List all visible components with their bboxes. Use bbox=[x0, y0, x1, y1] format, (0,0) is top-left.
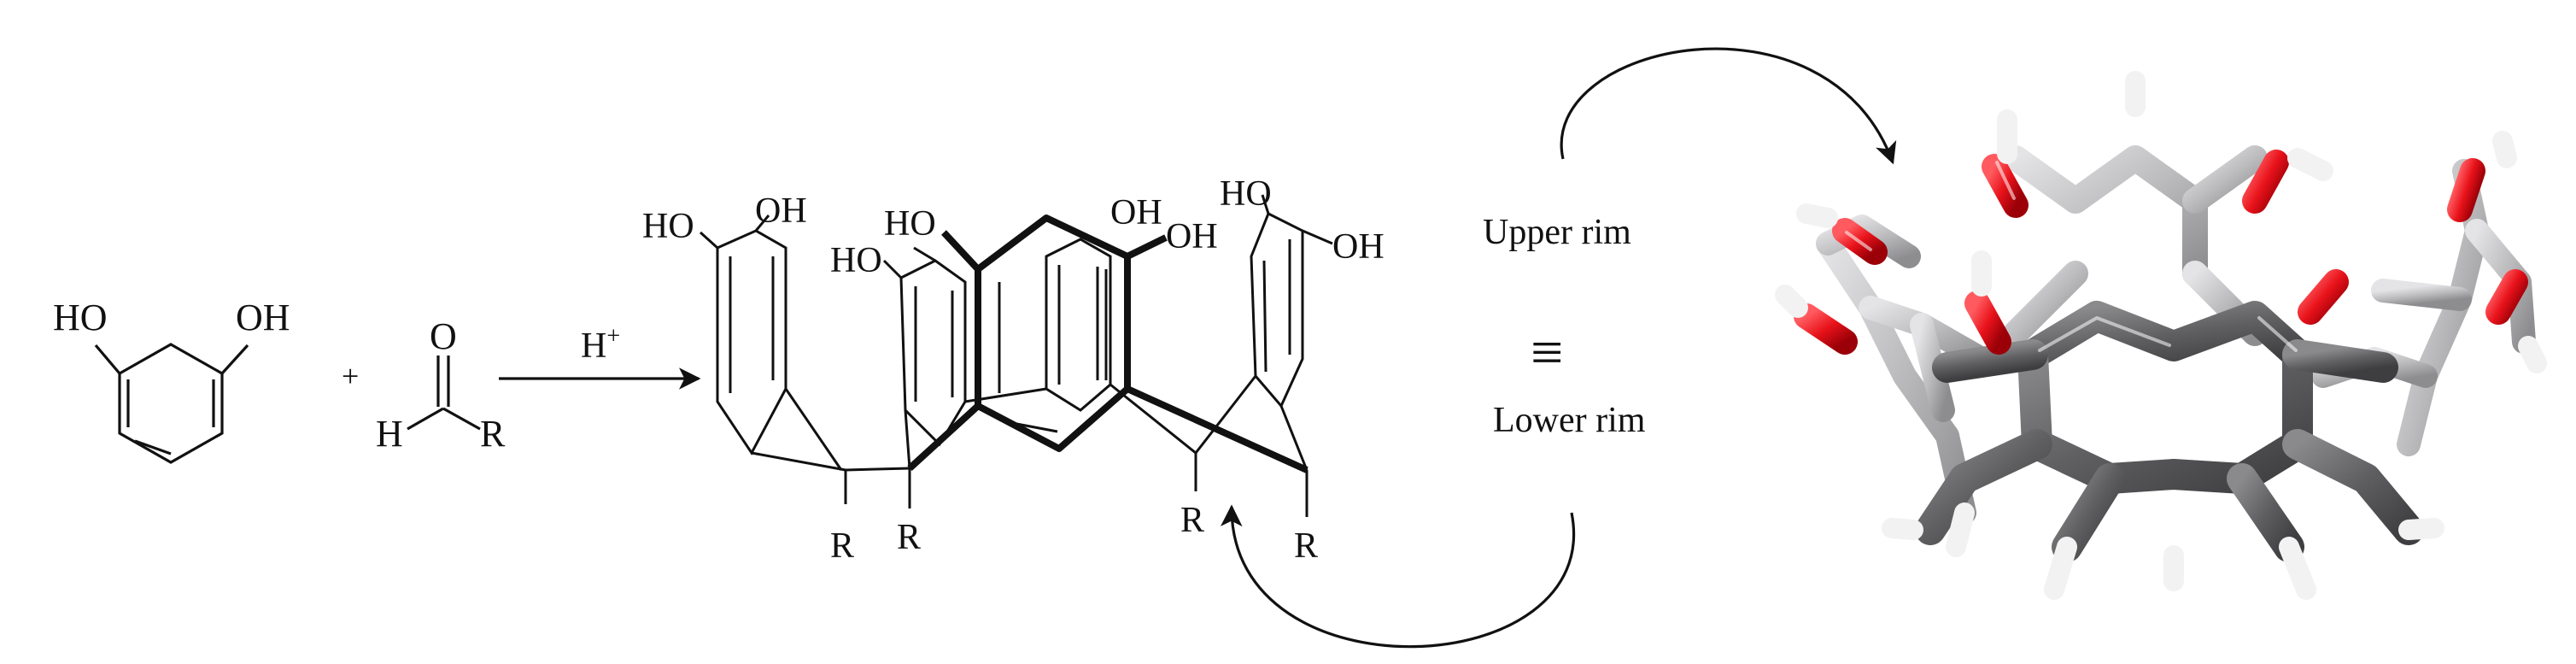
lower-rim-curved-arrow bbox=[1221, 504, 1576, 649]
substituent-label-4: R bbox=[1294, 526, 1318, 566]
plus-sign: + bbox=[342, 359, 359, 393]
hydroxyl-label-7: HO bbox=[1220, 174, 1272, 214]
resorcinol-ho-label: HO bbox=[53, 297, 108, 338]
resorcinol-oh-label: OH bbox=[236, 297, 290, 338]
aldehyde-oxygen-label: O bbox=[430, 315, 457, 357]
aldehyde-molecule: O H R bbox=[376, 315, 506, 455]
hydroxyl-label-3: HO bbox=[884, 204, 936, 244]
hydroxyl-label-6: OH bbox=[1166, 217, 1218, 256]
resorcinarene-structure: HO OH HO HO OH OH HO OH R R R R bbox=[642, 174, 1385, 566]
upper-rim-curved-arrow bbox=[1560, 47, 1897, 165]
aldehyde-r-label: R bbox=[480, 413, 506, 455]
resorcinol-molecule: HO OH bbox=[53, 297, 290, 464]
hydroxyl-label-1: HO bbox=[642, 207, 694, 246]
hydroxyl-label-5: OH bbox=[1110, 193, 1162, 232]
lower-rim-label: Lower rim bbox=[1493, 401, 1646, 440]
hydroxyl-label-8: OH bbox=[1332, 227, 1385, 267]
upper-rim-label: Upper rim bbox=[1483, 213, 1631, 252]
aldehyde-hydrogen-label: H bbox=[376, 413, 403, 455]
hydroxyl-label-2: OH bbox=[755, 191, 807, 231]
hydroxyl-label-4: HO bbox=[830, 241, 882, 280]
substituent-label-1: R bbox=[830, 526, 854, 566]
stick-model-icon bbox=[1775, 71, 2547, 600]
substituent-label-3: R bbox=[1180, 501, 1204, 540]
catalyst-label: H+ bbox=[581, 323, 620, 366]
equivalence-symbol: ≡ bbox=[1531, 320, 1563, 385]
resorcinol-ring bbox=[94, 343, 249, 464]
resorcinarene-thin-bonds bbox=[699, 194, 1333, 517]
substituent-label-2: R bbox=[897, 518, 921, 557]
resorcinarene-inner-bold bbox=[998, 269, 1108, 433]
resorcinarene-bold-bonds bbox=[907, 214, 1308, 473]
reaction-arrow: H+ bbox=[499, 323, 701, 390]
